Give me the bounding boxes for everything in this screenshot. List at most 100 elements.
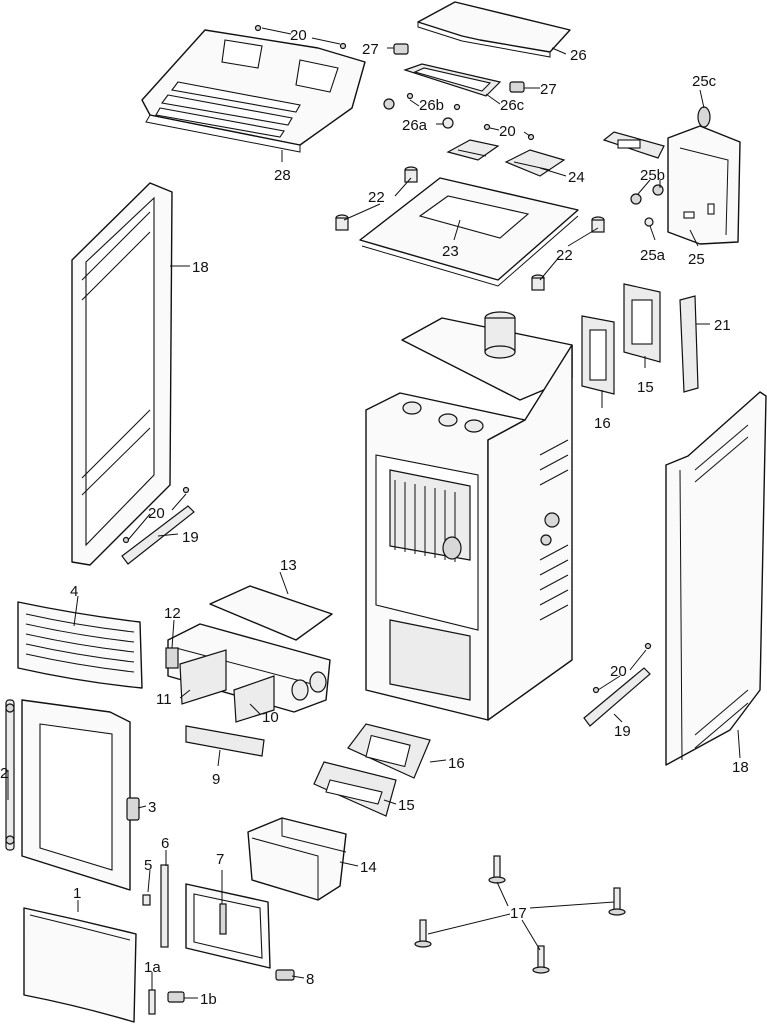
part-25b-knob xyxy=(630,193,642,205)
part-16-gasket-lower xyxy=(347,723,431,779)
label-20-top: 20 xyxy=(290,27,307,44)
part-15-plate-upper xyxy=(623,283,661,363)
label-26c: 26c xyxy=(500,97,525,114)
part-25c-knob xyxy=(697,106,711,128)
label-18-right: 18 xyxy=(732,759,749,776)
label-16-upper: 16 xyxy=(594,415,611,432)
label-4: 4 xyxy=(70,583,78,600)
label-25c: 25c xyxy=(692,73,717,90)
part-20-screw-mid-1 xyxy=(483,123,491,131)
label-19-left: 19 xyxy=(182,529,199,546)
part-4-front-grille xyxy=(17,601,143,689)
part-16-gasket-upper xyxy=(581,315,615,395)
part-20-screw-left-1 xyxy=(182,486,190,494)
part-13-cover-plate xyxy=(209,585,333,641)
part-25b-knob-2 xyxy=(652,184,664,196)
part-20-screw-right-1 xyxy=(644,642,652,650)
part-1b-latch xyxy=(167,991,185,1003)
part-26a-washer xyxy=(442,117,454,129)
part-23-top-frame xyxy=(359,177,579,287)
part-21-bracket xyxy=(679,295,699,393)
part-22-stud-right xyxy=(531,216,605,291)
part-20-screw-top-left xyxy=(254,24,262,32)
part-5-pin xyxy=(142,894,151,906)
part-10-bracket xyxy=(233,675,275,723)
label-25a: 25a xyxy=(640,247,666,264)
label-25: 25 xyxy=(688,251,705,268)
label-18-left: 18 xyxy=(192,259,209,276)
label-15-upper: 15 xyxy=(637,379,654,396)
label-1b: 1b xyxy=(200,991,217,1008)
stove-body xyxy=(365,311,573,721)
label-22-left: 22 xyxy=(368,189,385,206)
part-8-latch xyxy=(275,969,295,981)
part-19-rail-left xyxy=(121,505,195,565)
part-26b-screw-3 xyxy=(453,103,461,111)
leader-lines xyxy=(7,27,741,999)
part-24-grates xyxy=(446,139,566,177)
label-20-left: 20 xyxy=(148,505,165,522)
part-18-side-panel-right xyxy=(665,391,767,766)
label-10: 10 xyxy=(262,709,279,726)
label-7: 7 xyxy=(216,851,224,868)
part-19-rail-right xyxy=(583,667,651,727)
part-12-base-frame xyxy=(165,623,331,713)
label-14: 14 xyxy=(360,859,377,876)
label-11: 11 xyxy=(156,691,172,708)
label-22-right: 22 xyxy=(556,247,573,264)
label-26a: 26a xyxy=(402,117,428,134)
label-27-top: 27 xyxy=(362,41,379,58)
part-labels: 20 27 26 27 26b 26c 26a 20 28 24 22 23 2… xyxy=(0,27,749,1008)
part-26b-screw-2 xyxy=(406,92,414,100)
label-20-right: 20 xyxy=(610,663,627,680)
label-8: 8 xyxy=(306,971,314,988)
label-15-lower: 15 xyxy=(398,797,415,814)
label-6: 6 xyxy=(161,835,169,852)
part-26b-screw xyxy=(383,98,395,110)
part-14-ash-bin xyxy=(247,817,347,901)
part-25-control-display xyxy=(602,131,665,159)
part-2-hinge xyxy=(5,699,15,851)
part-20-screw-left-2 xyxy=(122,536,130,544)
label-26: 26 xyxy=(570,47,587,64)
label-25b: 25b xyxy=(640,167,665,184)
label-13: 13 xyxy=(280,557,297,574)
label-3: 3 xyxy=(148,799,156,816)
label-19-right: 19 xyxy=(614,723,631,740)
label-16-lower: 16 xyxy=(448,755,465,772)
label-21: 21 xyxy=(714,317,731,334)
label-20-mid: 20 xyxy=(499,123,516,140)
label-12: 12 xyxy=(164,605,181,622)
part-1a-pin xyxy=(148,989,156,1015)
label-28: 28 xyxy=(274,167,291,184)
label-9: 9 xyxy=(212,771,220,788)
part-6-rod xyxy=(160,864,169,948)
part-door xyxy=(21,699,131,891)
part-9-rail xyxy=(185,725,265,757)
label-1a: 1a xyxy=(144,959,161,976)
part-28-top-grille xyxy=(141,29,366,153)
part-7-ash-door xyxy=(185,883,271,969)
label-23: 23 xyxy=(442,243,459,260)
label-2: 2 xyxy=(0,765,8,782)
part-26c-gasket xyxy=(403,63,502,97)
part-26-top-plate xyxy=(417,1,571,58)
part-3-handle xyxy=(126,797,140,821)
label-24: 24 xyxy=(568,169,585,186)
label-1: 1 xyxy=(73,885,81,902)
part-18-side-frame-left xyxy=(71,182,173,566)
label-26b: 26b xyxy=(419,97,444,114)
part-20-screw-top-right xyxy=(339,42,347,50)
part-20-screw-right-2 xyxy=(592,686,600,694)
part-25a-washer xyxy=(644,217,654,227)
part-11-bracket xyxy=(179,649,227,705)
label-5: 5 xyxy=(144,857,152,874)
label-17: 17 xyxy=(510,905,527,922)
label-27-right: 27 xyxy=(540,81,557,98)
part-25-control-box xyxy=(667,125,741,245)
part-15-plate-lower xyxy=(313,761,397,817)
part-27-clip-left xyxy=(393,43,409,55)
part-27-clip-right xyxy=(509,81,525,93)
part-1-front-panel xyxy=(23,907,137,1023)
